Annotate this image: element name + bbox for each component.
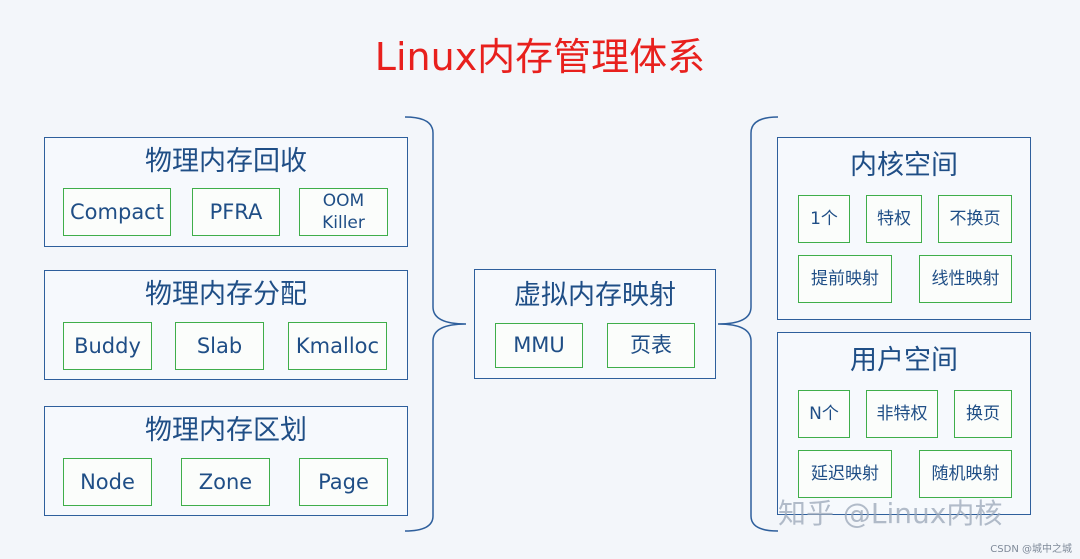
panel-title: 内核空间 — [850, 150, 958, 181]
panel-virtual-memory-mapping: 虚拟内存映射 MMU 页表 — [474, 269, 716, 379]
box-page: Page — [299, 458, 388, 506]
panel-title: 物理内存回收 — [145, 146, 307, 177]
box-zone: Zone — [181, 458, 270, 506]
box-privileged: 特权 — [866, 195, 922, 243]
diagram-title: Linux内存管理体系 — [374, 35, 706, 79]
right-brace — [717, 116, 779, 532]
footer-credit: CSDN @城中之城 — [990, 544, 1072, 555]
panel-title: 物理内存区划 — [145, 415, 307, 446]
panel-memory-zoning: 物理内存区划 Node Zone Page — [44, 406, 408, 516]
box-buddy: Buddy — [63, 322, 152, 370]
box-node: Node — [63, 458, 152, 506]
box-pfra: PFRA — [192, 188, 280, 236]
panel-memory-allocation: 物理内存分配 Buddy Slab Kmalloc — [44, 270, 408, 380]
box-oom-killer: OOM Killer — [299, 188, 388, 236]
box-no-swap: 不换页 — [938, 195, 1012, 243]
box-page-table: 页表 — [607, 323, 695, 368]
box-compact: Compact — [63, 188, 171, 236]
left-brace — [404, 116, 467, 532]
panel-memory-reclaim: 物理内存回收 Compact PFRA OOM Killer — [44, 137, 408, 247]
box-mmu: MMU — [495, 323, 583, 368]
panel-title: 虚拟内存映射 — [514, 280, 676, 311]
box-user-count: N个 — [798, 390, 850, 438]
box-early-mapping: 提前映射 — [798, 255, 892, 303]
watermark: 知乎 @Linux内核 — [778, 497, 1003, 530]
box-slab: Slab — [175, 322, 264, 370]
box-linear-mapping: 线性映射 — [919, 255, 1012, 303]
box-kmalloc: Kmalloc — [288, 322, 387, 370]
panel-title: 用户空间 — [850, 345, 958, 376]
panel-title: 物理内存分配 — [145, 279, 307, 310]
box-random-mapping: 随机映射 — [919, 450, 1012, 498]
panel-user-space: 用户空间 N个 非特权 换页 延迟映射 随机映射 — [777, 332, 1031, 515]
panel-kernel-space: 内核空间 1个 特权 不换页 提前映射 线性映射 — [777, 137, 1031, 320]
box-unprivileged: 非特权 — [866, 390, 938, 438]
box-lazy-mapping: 延迟映射 — [798, 450, 892, 498]
box-swap: 换页 — [954, 390, 1012, 438]
box-kernel-count: 1个 — [798, 195, 850, 243]
